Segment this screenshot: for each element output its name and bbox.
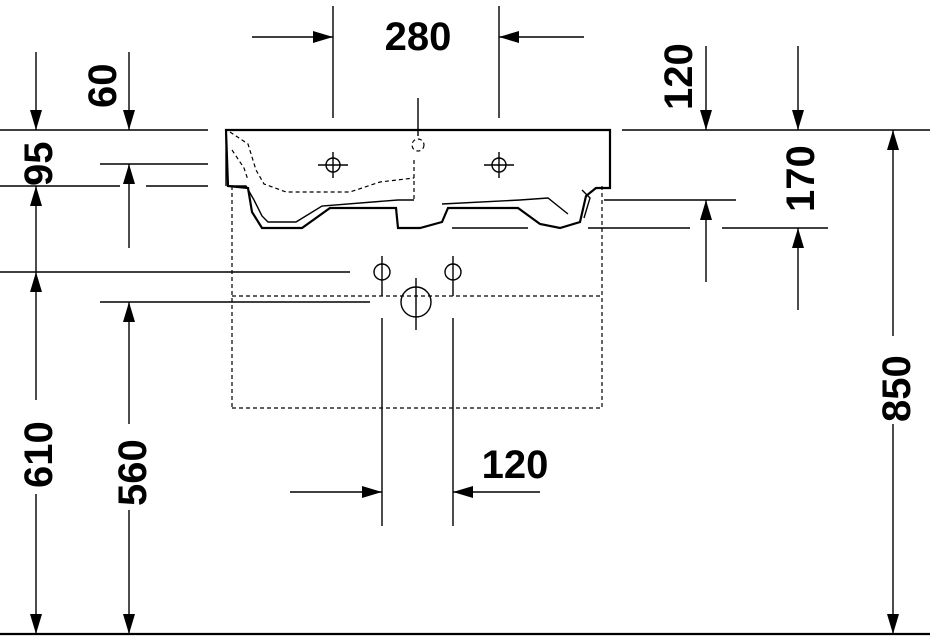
dim-label-850: 850 [875,355,919,422]
dim-total-height [887,130,899,634]
supply-valve-right-icon [444,256,462,296]
center-tap-hole-icon [411,138,425,152]
dim-front-offset [700,46,804,130]
dim-label-610: 610 [17,421,61,488]
dim-supply-height [30,272,42,634]
dim-label-170: 170 [779,145,823,212]
dim-overflow [123,52,135,248]
dim-drain-spacing [290,318,540,526]
dim-label-95: 95 [17,142,61,187]
pedestal-outline-icon [231,186,603,409]
tap-hole-right-icon [484,152,514,178]
waste-outlet-icon [400,278,432,330]
dim-label-60: 60 [81,64,125,109]
washbasin-icon [224,98,612,230]
dim-label-280: 280 [385,15,452,59]
dim-bowl-depth [700,200,804,310]
dim-label-120-bottom: 120 [482,443,549,487]
supply-valve-left-icon [373,256,391,296]
dim-waste-height [123,302,135,634]
dim-rim [30,52,42,272]
tap-hole-left-icon [318,152,348,178]
dim-label-560: 560 [111,439,155,506]
dim-label-120-top: 120 [657,43,701,110]
dim-tap-spacing [252,6,584,118]
